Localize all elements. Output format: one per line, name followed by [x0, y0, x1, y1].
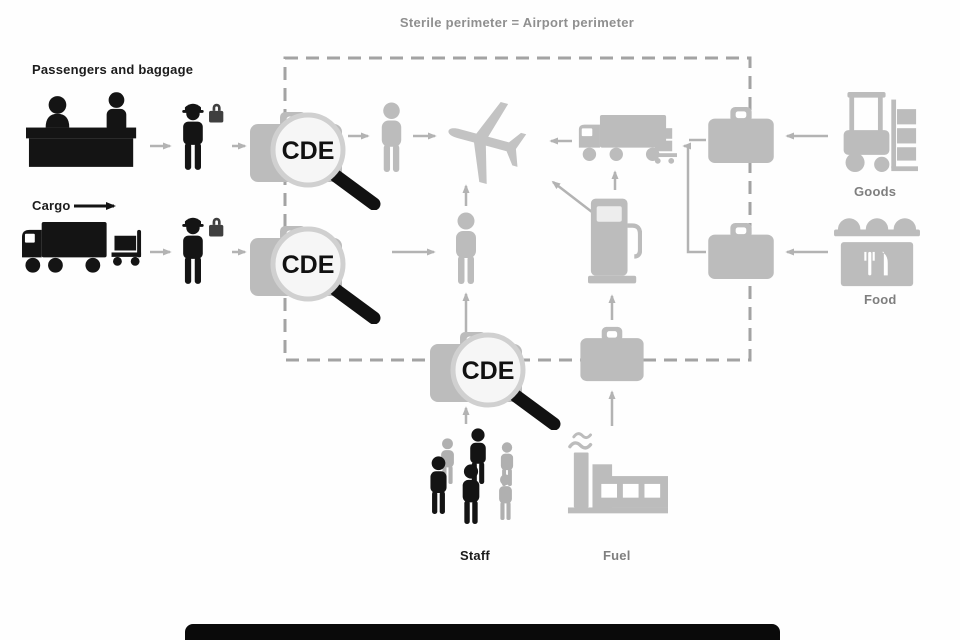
cargo-label: Cargo [32, 198, 71, 213]
arrow-cases-to-truck [682, 142, 706, 254]
cde-checkpoint-staff: CDE [430, 332, 561, 430]
security-guard-passengers-icon [176, 96, 226, 174]
magnifier-lens [270, 112, 346, 188]
supply-case-goods-icon [708, 106, 774, 164]
passenger-airside-icon [374, 102, 409, 172]
food-label: Food [864, 292, 897, 307]
supply-case-fuel-icon [580, 326, 644, 382]
security-guard-cargo-icon [176, 210, 226, 288]
passengers-label: Passengers and baggage [32, 62, 194, 77]
cde-label: CDE [282, 251, 335, 279]
staff-figure [424, 456, 453, 514]
diagram-title: Sterile perimeter = Airport perimeter [399, 15, 635, 30]
magnifier-lens [270, 226, 346, 302]
arrow-pump-to-plane [551, 180, 593, 213]
supply-case-food-icon [708, 222, 774, 280]
pallet-icon [652, 126, 677, 165]
food-stand-icon [834, 206, 920, 290]
goods-label: Goods [854, 184, 897, 199]
cde-label: CDE [282, 137, 335, 165]
cargo-truck-icon [20, 220, 146, 281]
staff-group-icon [424, 428, 528, 540]
staff-figure [456, 464, 486, 524]
staff-label: Staff [460, 548, 490, 563]
fuel-label: Fuel [603, 548, 631, 563]
magnifier-handle [329, 169, 381, 210]
cde-checkpoint-passengers: CDE [250, 112, 381, 210]
cde-checkpoint-cargo: CDE [250, 226, 381, 324]
checkin-desk-icon [26, 92, 144, 169]
goods-forklift-icon [836, 86, 918, 178]
staff-figure [494, 474, 517, 520]
cargo-escort-airside-icon [448, 212, 484, 284]
magnifier-handle [329, 283, 381, 324]
fuel-pump-icon [588, 196, 642, 286]
cde-label: CDE [462, 357, 515, 385]
magnifier-lens [450, 332, 526, 408]
page-edge-bar [185, 624, 780, 640]
magnifier-handle [509, 389, 561, 430]
fuel-factory-icon [566, 430, 668, 530]
